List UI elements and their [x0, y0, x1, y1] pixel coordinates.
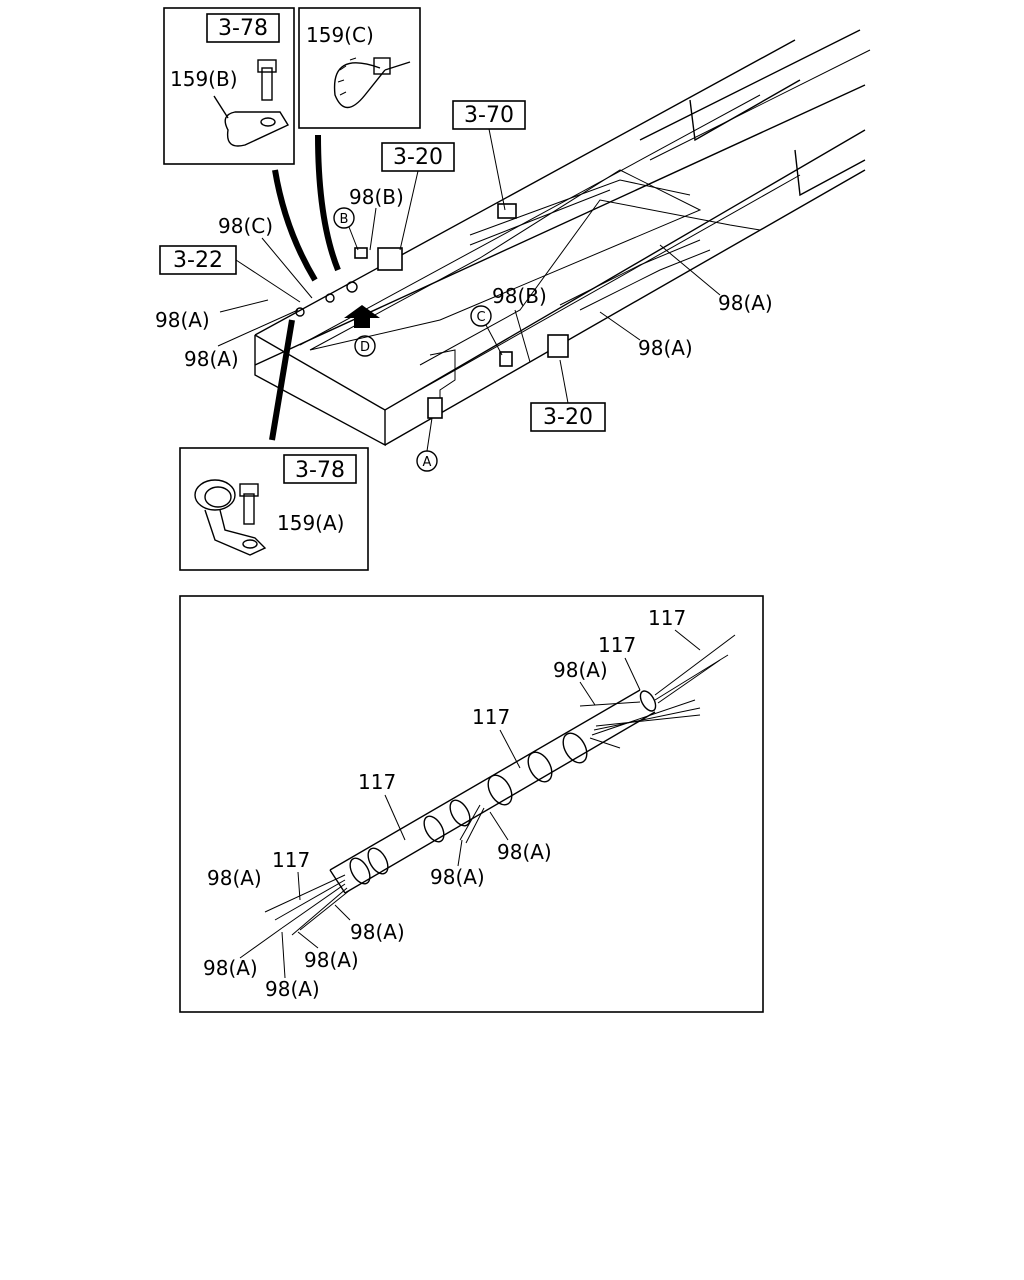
harness-117-3: 117: [472, 705, 510, 729]
harness-117-5: 117: [272, 848, 310, 872]
circle-callouts: A B C D: [333, 207, 503, 472]
detail-box-tie-c: 159(C): [298, 7, 421, 129]
callout-b: B: [340, 212, 349, 227]
label-159b: 159(B): [170, 67, 238, 91]
harness-117-1: 117: [648, 606, 686, 630]
detail-box-clamp-b: 3-78 159(B): [163, 7, 295, 165]
ref-3-78-top: 3-78: [218, 16, 268, 41]
ref-3-20-top: 3-20: [393, 145, 443, 170]
label-159c: 159(C): [306, 23, 374, 47]
harness-98a-7: 98(A): [203, 956, 258, 980]
ref-boxes: 3-70 3-20 3-22 3-20: [159, 100, 606, 432]
label-98a-left2: 98(A): [184, 347, 239, 371]
harness-98a-2: 98(A): [497, 840, 552, 864]
harness-98a-5: 98(A): [350, 920, 405, 944]
ref-3-22: 3-22: [173, 248, 223, 273]
harness-98a-8: 98(A): [265, 977, 320, 1001]
detail-leaders: [269, 134, 341, 441]
ref-3-20-bottom: 3-20: [543, 405, 593, 430]
harness-117-2: 117: [598, 633, 636, 657]
harness-98a-3: 98(A): [430, 865, 485, 889]
detail-box-clamp-a: 3-78 159(A): [179, 447, 369, 571]
label-159a: 159(A): [277, 511, 344, 535]
ref-3-78-bottom: 3-78: [295, 458, 345, 483]
frame-clips: [295, 203, 569, 419]
callout-d: D: [360, 340, 370, 355]
harness-detail-box: 117 117 117 117 117 98(A) 98(A) 98(A) 98…: [179, 595, 764, 1013]
harness-117-4: 117: [358, 770, 396, 794]
label-98b-upper: 98(B): [349, 185, 404, 209]
callout-c: C: [476, 310, 485, 325]
label-98a-right2: 98(A): [638, 336, 693, 360]
frame-rails: [254, 29, 871, 447]
label-98a-left1: 98(A): [155, 308, 210, 332]
frame-part-labels: 98(B) 98(C) 98(A) 98(A) 98(B) 98(A) 98(A…: [155, 185, 773, 371]
ref-3-70: 3-70: [464, 103, 514, 128]
callout-a: A: [423, 455, 432, 470]
label-98a-right1: 98(A): [718, 291, 773, 315]
harness-98a-4: 98(A): [207, 866, 262, 890]
direction-arrow: [344, 305, 380, 328]
harness-98a-6: 98(A): [304, 948, 359, 972]
label-98c: 98(C): [218, 214, 273, 238]
label-98b-mid: 98(B): [492, 284, 547, 308]
harness-98a-1: 98(A): [553, 658, 608, 682]
